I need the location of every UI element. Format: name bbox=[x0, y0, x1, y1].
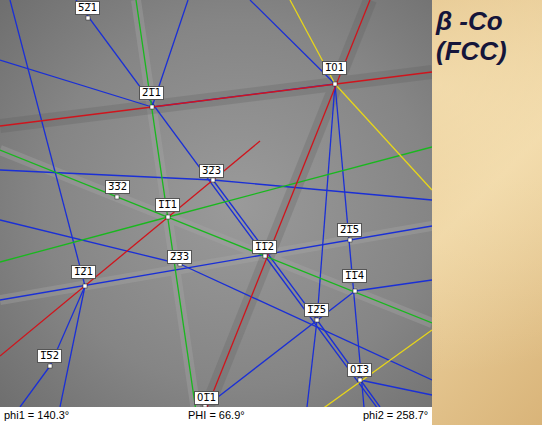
zone-axis-label: 1̅2̅5 bbox=[304, 303, 329, 317]
zone-axis-label: 1̅1̅1 bbox=[155, 198, 180, 212]
zone-axis-label: 1̅1̅2 bbox=[252, 240, 277, 254]
euler-angle: phi2 = 258.7° bbox=[363, 409, 428, 422]
zone-axis-label: 2̅3̅3 bbox=[167, 250, 192, 264]
euler-angle: PHI = 66.9° bbox=[188, 409, 245, 422]
zone-axis-label: 5̅2̅1 bbox=[75, 1, 100, 15]
zone-axis-label: 3̅2̅3 bbox=[199, 164, 224, 178]
zone-axis-label: 1̅2̅1 bbox=[71, 265, 96, 279]
zone-axis-label: 3̅3̅2 bbox=[105, 180, 130, 194]
zone-axis-label: 01̅1 bbox=[194, 391, 219, 405]
euler-angle: phi1 = 140.3° bbox=[4, 409, 69, 422]
zone-axis-label: 01̅3 bbox=[347, 363, 372, 377]
kikuchi-pattern bbox=[0, 0, 432, 407]
zone-axis-label: 2̅1̅5 bbox=[337, 223, 362, 237]
phase-title: β -Co (FCC) bbox=[436, 6, 536, 66]
zone-axis-label: 1̅1̅4 bbox=[342, 269, 367, 283]
zone-axis-label: 1̅5̅2 bbox=[37, 349, 62, 363]
zone-axis-label: 1̅01 bbox=[322, 61, 347, 75]
zone-axis-label: 2̅1̅1 bbox=[139, 86, 164, 100]
